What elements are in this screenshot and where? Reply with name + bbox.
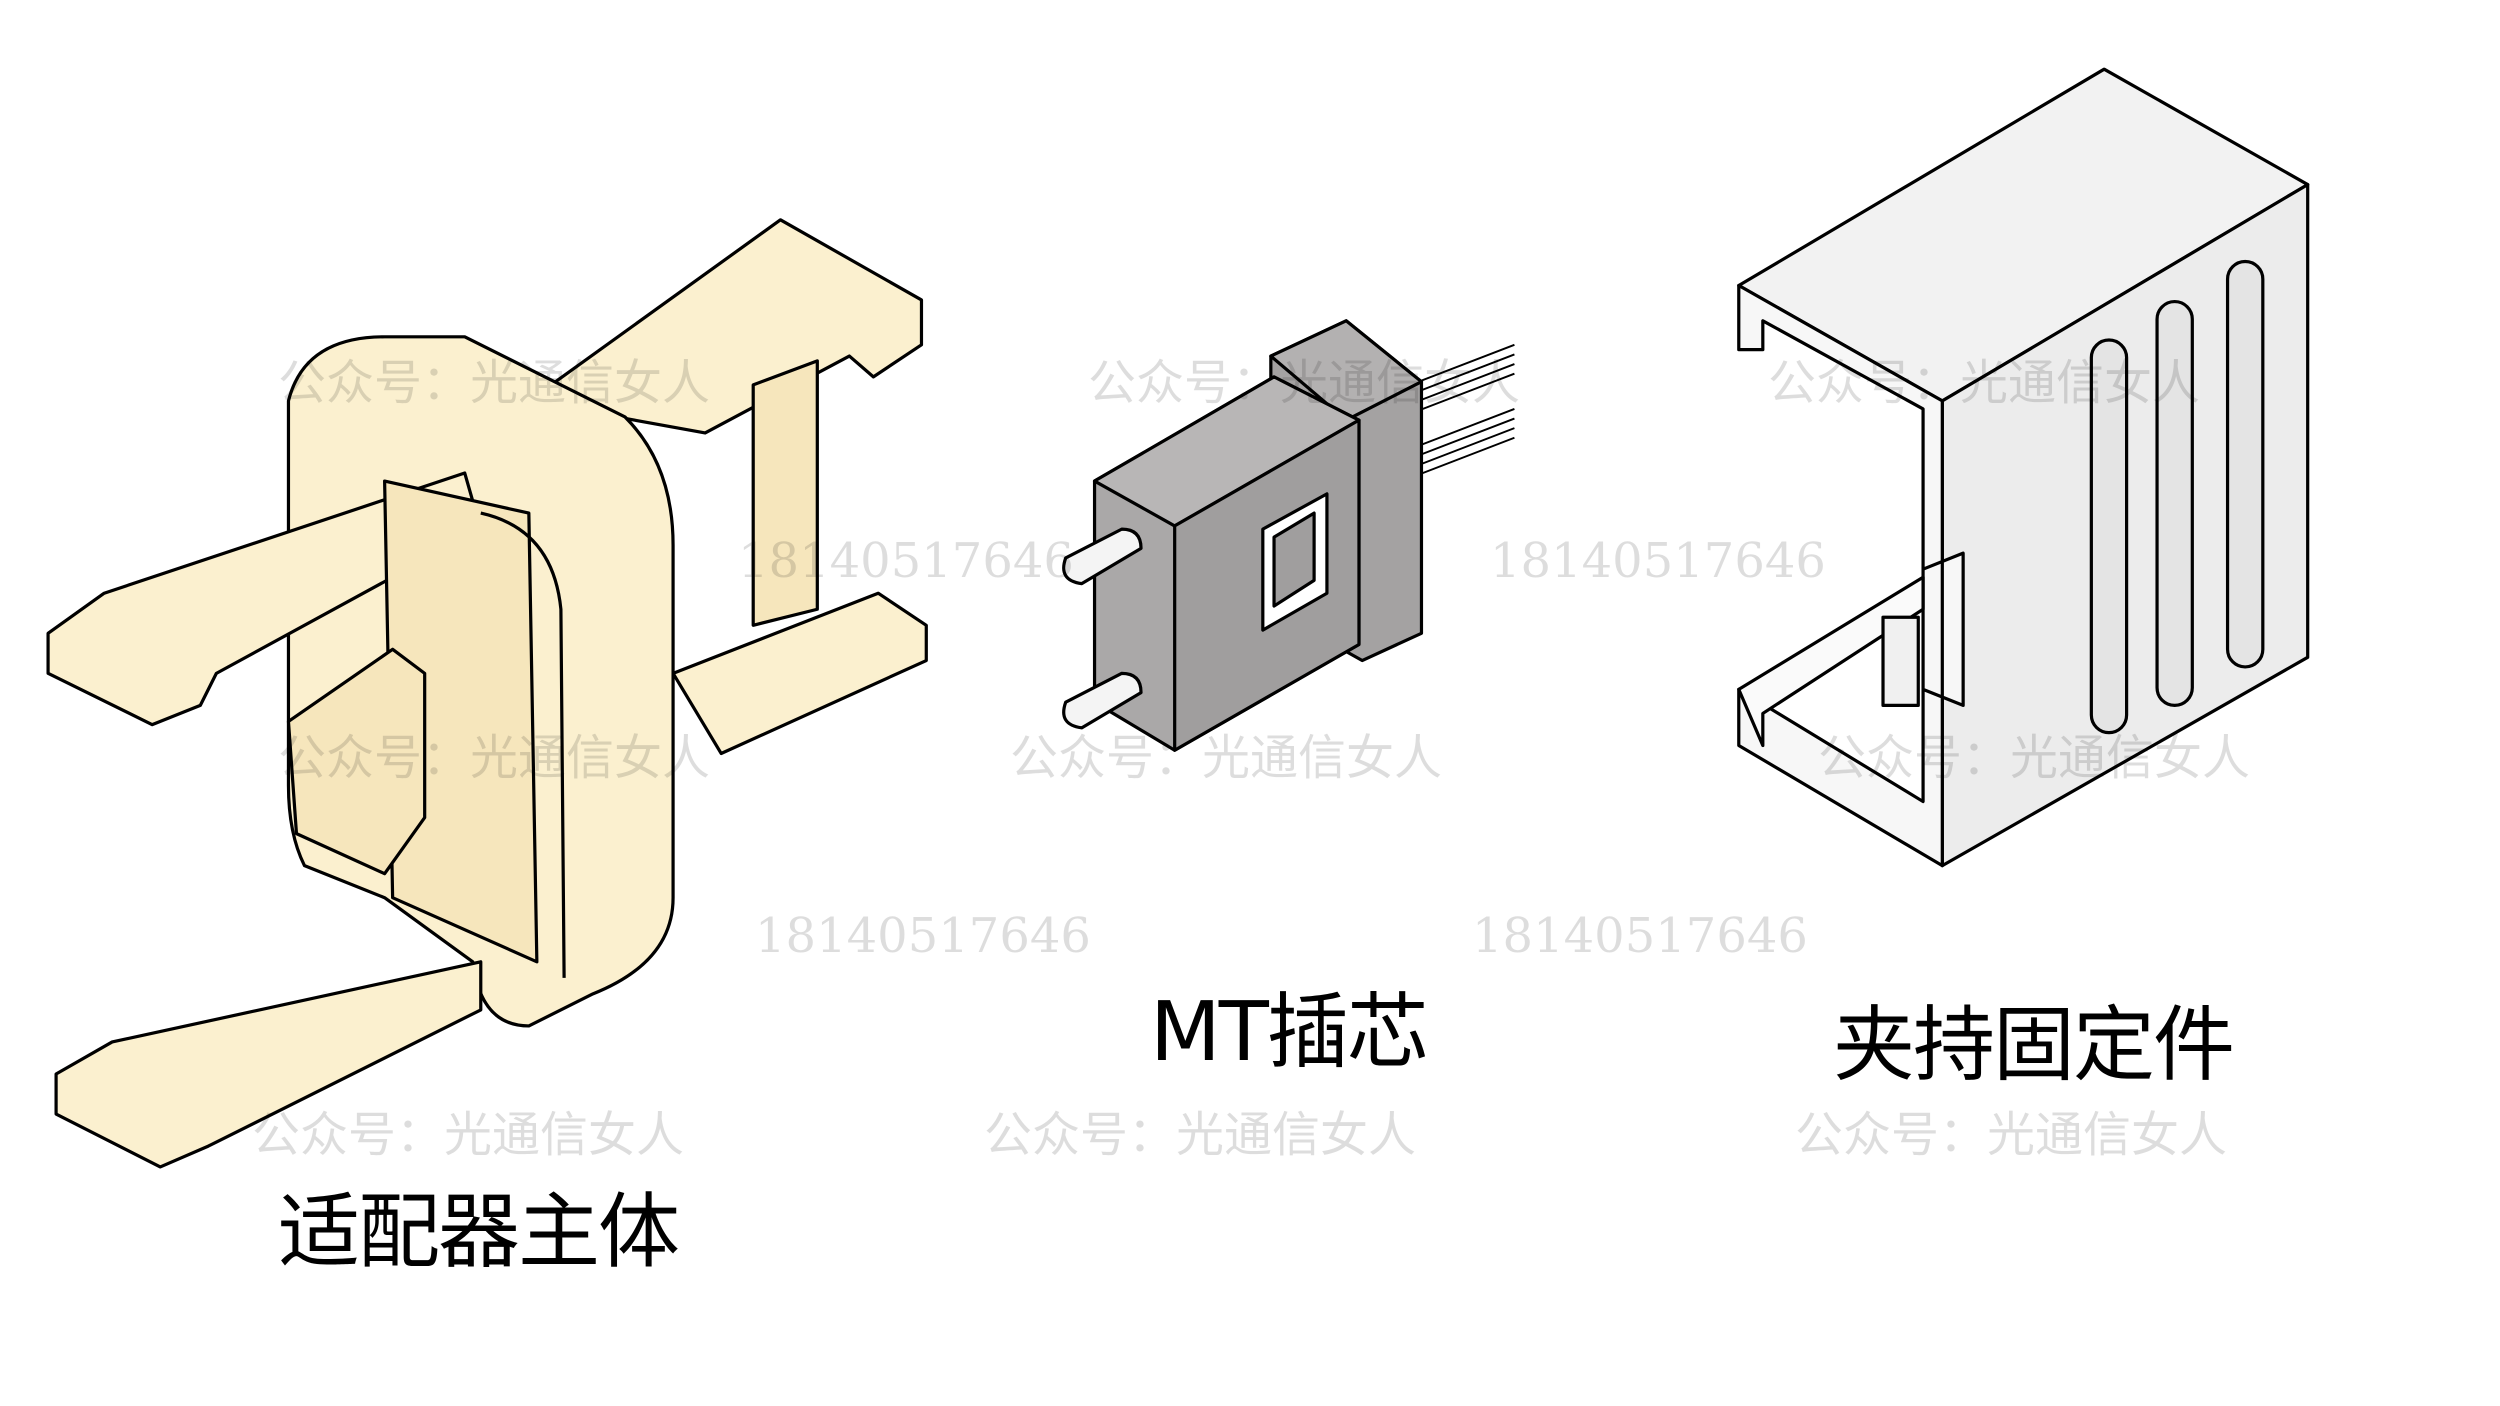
adapter-body-drawing bbox=[46, 218, 928, 1169]
watermark-account: 公众号：光通信女人 bbox=[278, 730, 711, 786]
watermark-phone: 18140517646 bbox=[755, 908, 1091, 964]
watermark-account: 公众号：光通信女人 bbox=[252, 1107, 685, 1163]
watermark-phone: 18140517646 bbox=[1472, 908, 1808, 964]
fiber-lines bbox=[1409, 343, 1515, 479]
clamp-slots bbox=[2089, 259, 2265, 735]
watermark-account: 公众号：光通信女人 bbox=[1088, 355, 1521, 411]
watermark-phone: 18140517646 bbox=[1490, 533, 1826, 589]
label-mt-ferrule: MT插芯 bbox=[1150, 985, 1429, 1080]
watermark-account: 公众号：光通信女人 bbox=[278, 355, 711, 411]
watermark-account: 公众号：光通信女人 bbox=[1818, 730, 2251, 786]
watermark-account: 公众号：光通信女人 bbox=[1768, 355, 2201, 411]
watermark-account: 公众号：光通信女人 bbox=[1010, 730, 1443, 786]
watermark-account: 公众号：光通信女人 bbox=[984, 1107, 1417, 1163]
clamp-fixture-drawing bbox=[1737, 67, 2310, 868]
watermark-account: 公众号：光通信女人 bbox=[1795, 1107, 2228, 1163]
watermark-phone: 18140517646 bbox=[738, 533, 1074, 589]
guide-pins bbox=[1062, 527, 1143, 730]
mt-ferrule-drawing bbox=[1062, 319, 1515, 752]
label-clamp-fixture: 夹持固定件 bbox=[1833, 998, 2235, 1093]
label-adapter-body: 适配器主体 bbox=[278, 1185, 680, 1280]
